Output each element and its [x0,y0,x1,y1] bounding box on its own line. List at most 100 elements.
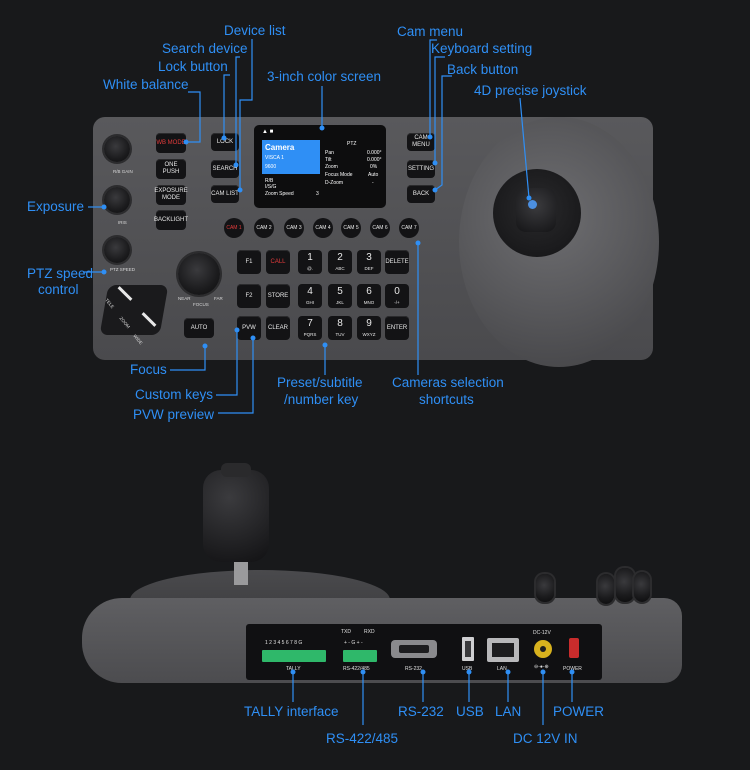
callout-power: POWER [553,704,605,719]
call-key[interactable]: CALL [266,250,290,274]
joystick[interactable] [516,188,556,232]
focus-label: FOCUS [193,302,209,307]
power-switch[interactable] [569,638,579,658]
key-number: 1 [307,252,313,263]
one-push-key[interactable]: ONE PUSH [156,159,186,179]
rear-knob[interactable] [598,574,614,604]
joystick-shaft [234,555,248,585]
callout-cameras-line1: Cameras selection [392,375,504,390]
key-letters: DEF [364,266,374,271]
callout-keyboard-setting: Keyboard setting [431,41,533,56]
backlight-key[interactable]: BACKLIGHT [154,210,188,230]
back-button[interactable]: BACK [407,185,435,203]
cam-1-button[interactable]: CAM 1 [224,218,244,238]
zoom-rocker[interactable] [99,285,169,335]
screen-row-right-value: Auto [368,172,379,178]
txd-label: TXD [341,629,351,635]
tally-terminal[interactable] [262,650,326,662]
pvw-key[interactable]: PVW [237,316,261,340]
callout-usb: USB [456,704,484,719]
rs422-terminal[interactable] [343,650,377,662]
cam-4-button[interactable]: CAM 4 [313,218,333,238]
cam-2-button[interactable]: CAM 2 [254,218,274,238]
number-key-0[interactable]: 0-/+ [385,284,409,308]
cam-3-button[interactable]: CAM 3 [284,218,304,238]
rear-joystick-handle[interactable] [203,470,269,562]
key-number: 8 [337,318,343,329]
screen-row-right-key: Tilt [325,157,332,163]
number-key-1[interactable]: 1 @. [298,250,322,274]
cam-6-button[interactable]: CAM 6 [370,218,390,238]
clear-key[interactable]: CLEAR [266,316,290,340]
callout-cam-menu: Cam menu [397,24,464,39]
key-number: 7 [307,318,313,329]
screen-header-right: PTZ [347,141,357,147]
screen-row-right-key: Pan [325,150,334,156]
f1-key[interactable]: F1 [237,250,261,274]
rear-knob[interactable] [536,574,554,602]
key-letters: WXYZ [362,332,376,337]
rear-knob[interactable] [634,572,650,602]
screen-row-left: Zoom Speed [265,191,294,197]
key-letters: -/+ [394,300,400,305]
keyboard-setting-button[interactable]: SETTING [407,160,435,178]
callout-lan: LAN [495,704,522,719]
screen-row-right-value: 0.000° [367,157,382,163]
rs422-label: RS-422/485 [343,666,370,672]
joystick-top-button[interactable] [221,463,251,477]
key-number: 9 [366,318,372,329]
callout-exposure: Exposure [27,199,85,214]
delete-key[interactable]: DELETE [385,250,409,274]
key-number: 3 [366,252,372,263]
iris-knob[interactable] [104,187,130,213]
key-number: 2 [337,252,343,263]
cam-menu-button[interactable]: CAM MENU [407,133,435,151]
callout-dc-in: DC 12V IN [513,731,578,746]
key-letters: @. [307,266,313,271]
screen-row-right-key: Zoom [325,164,338,170]
ptz-speed-knob[interactable] [104,237,130,263]
callout-device-list: Device list [224,23,286,38]
callout-back-button: Back button [447,62,519,77]
screen-camera-panel [262,140,320,174]
key-letters: ABC [335,266,345,271]
cam-7-button[interactable]: CAM 7 [399,218,419,238]
tally-label: TALLY [286,666,301,672]
key-letters: PQRS [303,332,317,337]
power-label: POWER [563,666,582,672]
screen-status-icon: ▲ ■ [262,129,274,135]
far-label: FAR [214,296,223,301]
usb-label: USB [462,666,473,672]
lan-label: LAN [497,666,507,672]
store-key[interactable]: STORE [266,284,290,308]
search-device-button[interactable]: SEARCH [211,160,239,178]
screen-baud: 9600 [265,164,277,170]
focus-knob[interactable] [178,253,220,295]
cam-list-button[interactable]: CAM LIST [211,185,239,203]
auto-focus-button[interactable]: AUTO [184,318,214,338]
exposure-mode-key[interactable]: EXPOSURE MODE [154,185,188,205]
wb-mode-key[interactable]: WB MODE [156,133,186,153]
cam-5-button[interactable]: CAM 5 [341,218,361,238]
f2-key[interactable]: F2 [237,284,261,308]
callout-focus: Focus [130,362,167,377]
near-label: NEAR [178,296,191,301]
key-number: 4 [307,286,313,297]
rb-gain-knob[interactable] [104,136,130,162]
lock-button[interactable]: LOCK [211,133,239,151]
rb-gain-label: R/B GAIN [113,169,133,174]
enter-key[interactable]: ENTER [385,316,409,340]
screen-title: Camera [265,143,295,152]
lan-port-socket-icon [492,643,514,657]
usb-port-socket-icon [465,641,471,657]
rear-knob[interactable] [616,568,634,602]
call-label: CALL [270,258,286,265]
